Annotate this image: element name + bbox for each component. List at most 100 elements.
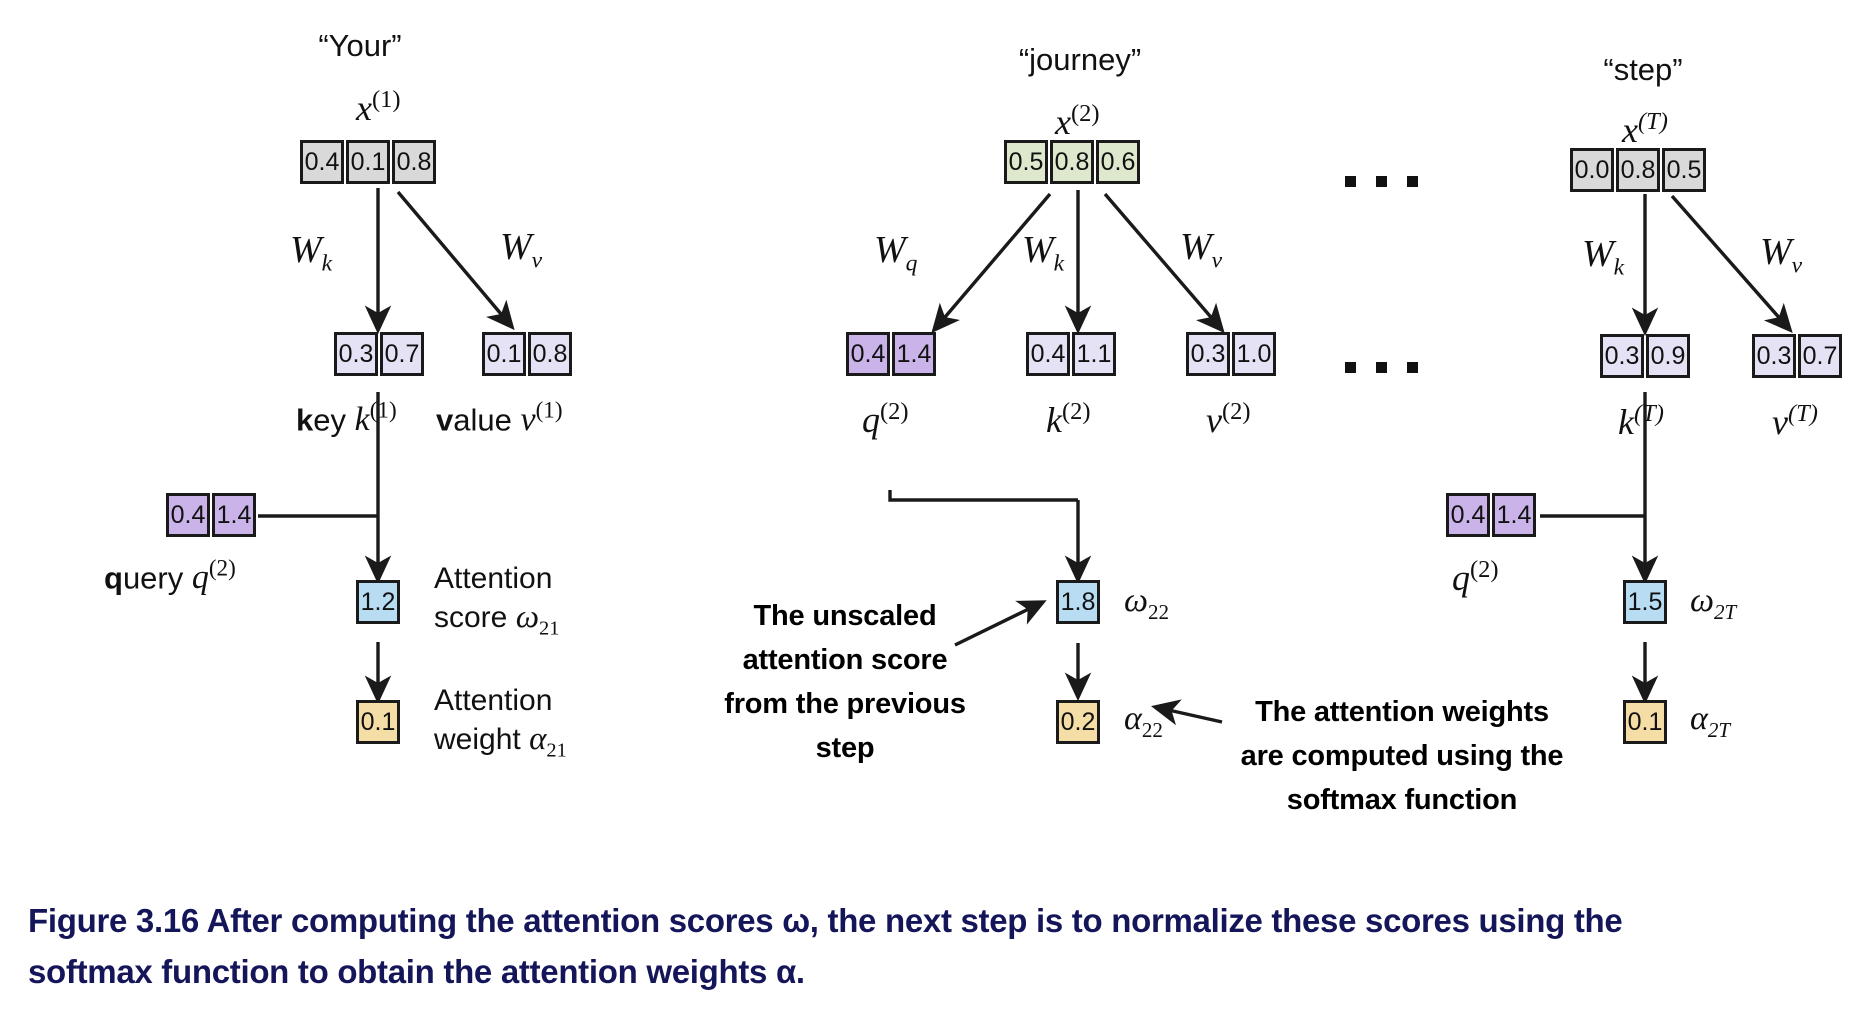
omega-22-symbol: ω22 bbox=[1124, 582, 1170, 624]
callout-line: attention score bbox=[742, 644, 948, 676]
token-label-journey: “journey” bbox=[1018, 42, 1142, 77]
attention-score-caption-21: Attention score ω21 bbox=[434, 560, 559, 648]
ellipsis-dot bbox=[1407, 362, 1418, 373]
input-vector-x1: 0.4 0.1 0.8 bbox=[300, 140, 436, 184]
cell-value: 0.4 bbox=[846, 332, 890, 376]
attention-score-line2: score bbox=[434, 601, 508, 634]
attention-weight-line1: Attention bbox=[434, 684, 553, 717]
omega-2T-symbol: ω2T bbox=[1690, 582, 1737, 624]
weight-matrix-wk-label: Wk bbox=[1582, 233, 1625, 281]
ellipsis-middle bbox=[1345, 362, 1418, 373]
callout-line: from the previous bbox=[724, 688, 966, 720]
cell-value: 0.6 bbox=[1096, 140, 1140, 184]
cell-value: 1.5 bbox=[1623, 580, 1667, 624]
value-vector-v1: 0.1 0.8 bbox=[482, 332, 572, 376]
callout-softmax: The attention weights are computed using… bbox=[1232, 690, 1572, 822]
attention-score-w21: 1.2 bbox=[356, 580, 400, 624]
cell-value: 0.1 bbox=[356, 700, 400, 744]
cell-value: 1.4 bbox=[1492, 493, 1536, 537]
key-vector-k2: 0.4 1.1 bbox=[1026, 332, 1116, 376]
ellipsis-dot bbox=[1345, 176, 1356, 187]
cell-value: 0.4 bbox=[1446, 493, 1490, 537]
value-symbol-v2: v(2) bbox=[1206, 398, 1251, 440]
cell-value: 0.8 bbox=[528, 332, 572, 376]
attention-weight-a2T: 0.1 bbox=[1623, 700, 1667, 744]
figure-caption: Figure 3.16 After computing the attentio… bbox=[28, 895, 1858, 997]
token-label-your: “Your” bbox=[318, 28, 402, 63]
query-vector-q2-right: 0.4 1.4 bbox=[1446, 493, 1536, 537]
weight-matrix-wq-label: Wq bbox=[874, 229, 918, 277]
cell-value: 0.3 bbox=[334, 332, 378, 376]
value-label-v1: value v(1) bbox=[436, 398, 563, 439]
cell-value: 0.1 bbox=[482, 332, 526, 376]
cell-value: 0.7 bbox=[1798, 334, 1842, 378]
weight-matrix-wv-label: Wv bbox=[500, 226, 543, 274]
cell-value: 0.9 bbox=[1646, 334, 1690, 378]
attention-weight-a21: 0.1 bbox=[356, 700, 400, 744]
ellipsis-dot bbox=[1376, 176, 1387, 187]
cell-value: 1.2 bbox=[356, 580, 400, 624]
callout-line: softmax function bbox=[1286, 784, 1518, 816]
value-vector-vT: 0.3 0.7 bbox=[1752, 334, 1842, 378]
cell-value: 0.3 bbox=[1752, 334, 1796, 378]
callout-unscaled-attention-score: The unscaled attention score from the pr… bbox=[700, 594, 990, 770]
callout-line: The attention weights bbox=[1255, 696, 1549, 728]
key-vector-k1: 0.3 0.7 bbox=[334, 332, 424, 376]
cell-value: 0.1 bbox=[1623, 700, 1667, 744]
value-vector-v2: 0.3 1.0 bbox=[1186, 332, 1276, 376]
query-symbol-q2: q(2) bbox=[862, 398, 909, 440]
attention-weight-caption-21: Attention weight α21 bbox=[434, 682, 567, 770]
attention-weight-a22: 0.2 bbox=[1056, 700, 1100, 744]
caption-line-2: softmax function to obtain the attention… bbox=[28, 953, 805, 990]
caption-line-1: Figure 3.16 After computing the attentio… bbox=[28, 902, 1623, 939]
ellipsis-dot bbox=[1407, 176, 1418, 187]
cell-value: 0.3 bbox=[1600, 334, 1644, 378]
ellipsis-top bbox=[1345, 176, 1418, 187]
cell-value: 0.4 bbox=[166, 493, 210, 537]
cell-value: 0.8 bbox=[1050, 140, 1094, 184]
query-label-q2-left: query q(2) bbox=[104, 556, 236, 597]
attention-score-line1: Attention bbox=[434, 562, 553, 595]
alpha-2T-symbol: α2T bbox=[1690, 700, 1731, 742]
cell-value: 1.4 bbox=[212, 493, 256, 537]
query-vector-q2: 0.4 1.4 bbox=[846, 332, 936, 376]
cell-value: 0.4 bbox=[1026, 332, 1070, 376]
key-vector-kT: 0.3 0.9 bbox=[1600, 334, 1690, 378]
value-symbol-vT: v(T) bbox=[1772, 400, 1818, 442]
input-symbol-x2: x(2) bbox=[1055, 100, 1100, 142]
key-label-k1: key k(1) bbox=[296, 398, 397, 439]
ellipsis-dot bbox=[1345, 362, 1356, 373]
weight-matrix-wv-label: Wv bbox=[1180, 226, 1223, 274]
key-symbol-kT: k(T) bbox=[1618, 400, 1664, 442]
cell-value: 0.5 bbox=[1662, 148, 1706, 192]
callout-line: are computed using the bbox=[1240, 740, 1564, 772]
cell-value: 0.3 bbox=[1186, 332, 1230, 376]
cell-value: 0.1 bbox=[346, 140, 390, 184]
input-symbol-x1: x(1) bbox=[356, 86, 401, 128]
cell-value: 1.4 bbox=[892, 332, 936, 376]
callout-line: step bbox=[815, 732, 875, 764]
cell-value: 0.7 bbox=[380, 332, 424, 376]
cell-value: 1.0 bbox=[1232, 332, 1276, 376]
input-vector-x2: 0.5 0.8 0.6 bbox=[1004, 140, 1140, 184]
ellipsis-dot bbox=[1376, 362, 1387, 373]
attention-score-w2T: 1.5 bbox=[1623, 580, 1667, 624]
omega-21-symbol: ω21 bbox=[515, 599, 560, 640]
cell-value: 0.8 bbox=[392, 140, 436, 184]
cell-value: 1.8 bbox=[1056, 580, 1100, 624]
cell-value: 0.4 bbox=[300, 140, 344, 184]
query-vector-q2-left: 0.4 1.4 bbox=[166, 493, 256, 537]
cell-value: 0.0 bbox=[1570, 148, 1614, 192]
input-vector-xT: 0.0 0.8 0.5 bbox=[1570, 148, 1706, 192]
input-symbol-xT: x(T) bbox=[1622, 108, 1668, 150]
alpha-22-symbol: α22 bbox=[1124, 700, 1163, 742]
cell-value: 0.8 bbox=[1616, 148, 1660, 192]
cell-value: 1.1 bbox=[1072, 332, 1116, 376]
weight-matrix-wk-label: Wk bbox=[1022, 229, 1065, 277]
cell-value: 0.5 bbox=[1004, 140, 1048, 184]
token-label-step: “step” bbox=[1603, 52, 1683, 87]
query-symbol-q2-right: q(2) bbox=[1452, 556, 1499, 598]
attention-weight-line2: weight bbox=[434, 723, 521, 756]
key-symbol-k2: k(2) bbox=[1046, 398, 1091, 440]
